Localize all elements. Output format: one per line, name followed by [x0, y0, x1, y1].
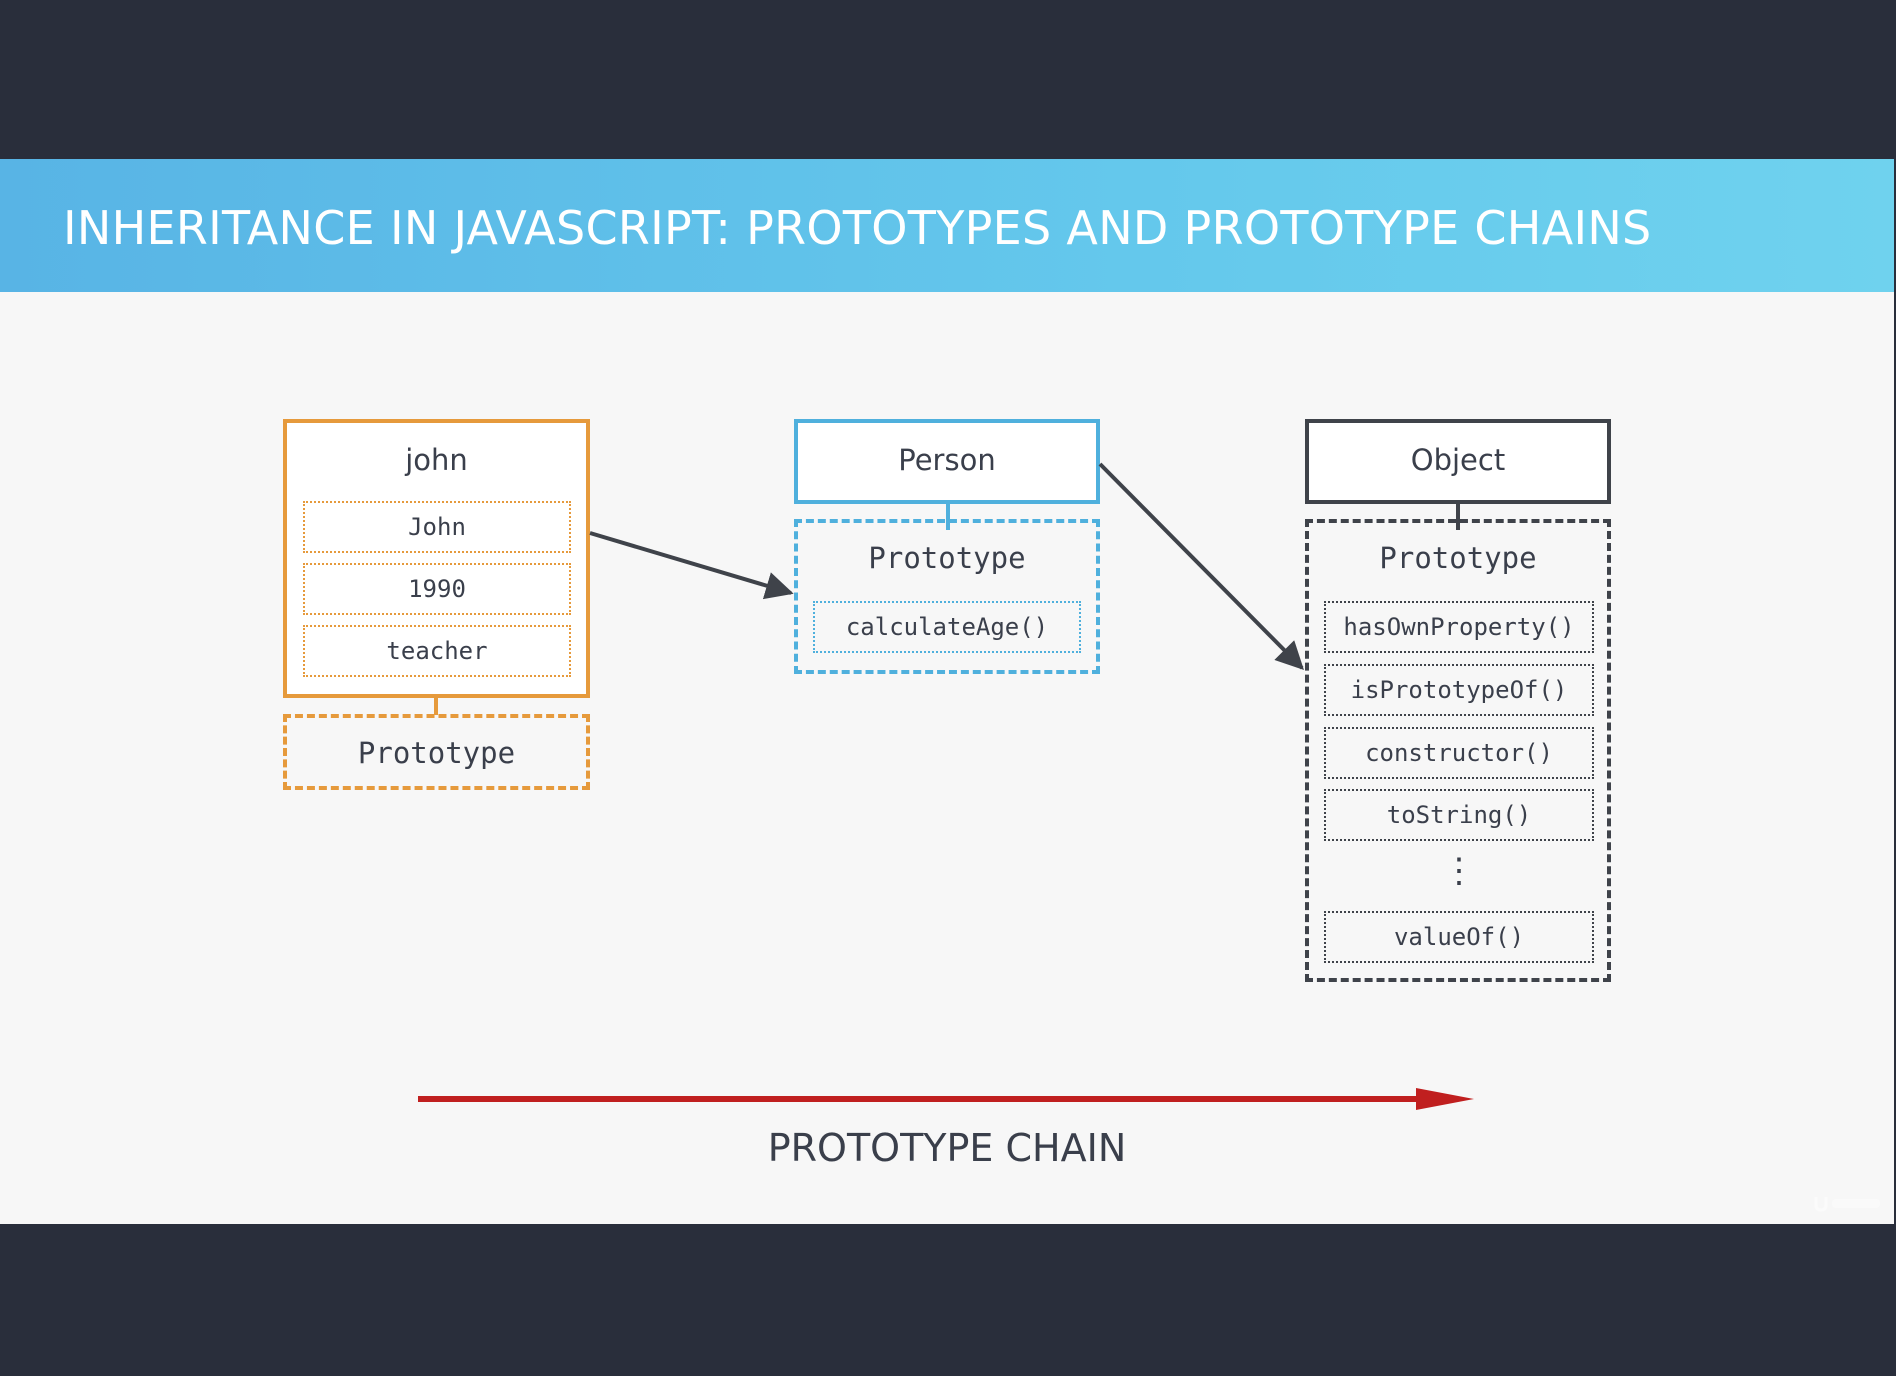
object-method-valueof: valueOf(): [1324, 911, 1594, 963]
arrow-person-to-object: [1098, 462, 1304, 670]
object-box: Object: [1305, 419, 1611, 504]
person-prototype-label: Prototype: [868, 541, 1026, 575]
john-box-title: john: [405, 443, 468, 477]
object-method-isprototypeof: isPrototypeOf(): [1324, 664, 1594, 716]
john-property-name: John: [303, 501, 571, 553]
prototype-chain-arrow-head: [1416, 1088, 1474, 1110]
slide-title: INHERITANCE IN JAVASCRIPT: PROTOTYPES AN…: [63, 201, 1652, 255]
object-prototype-label: Prototype: [1379, 541, 1537, 575]
person-box: Person: [794, 419, 1100, 504]
john-prototype-connector: [434, 698, 438, 715]
john-prototype-box: Prototype: [283, 714, 590, 790]
arrow-john-to-person: [589, 531, 794, 600]
object-method-tostring: toString(): [1324, 789, 1594, 841]
slide: INHERITANCE IN JAVASCRIPT: PROTOTYPES AN…: [0, 159, 1894, 1224]
person-box-title: Person: [898, 443, 996, 477]
object-methods-ellipsis: ⋮: [1442, 851, 1476, 891]
person-prototype-connector: [946, 504, 950, 530]
object-prototype-connector: [1456, 504, 1460, 530]
udemy-logo-icon: [1812, 1193, 1884, 1217]
john-property-year: 1990: [303, 563, 571, 615]
object-prototype-box: Prototype hasOwnProperty() isPrototypeOf…: [1305, 519, 1611, 982]
object-box-title: Object: [1410, 443, 1506, 477]
john-box: john John 1990 teacher: [283, 419, 590, 698]
person-method-calculateage: calculateAge(): [813, 601, 1081, 653]
person-prototype-box: Prototype calculateAge(): [794, 519, 1100, 674]
arrows-layer: [418, 462, 1474, 1110]
prototype-chain-label: PROTOTYPE CHAIN: [767, 1126, 1127, 1170]
object-method-constructor: constructor(): [1324, 727, 1594, 779]
object-method-hasownproperty: hasOwnProperty(): [1324, 601, 1594, 653]
john-prototype-label: Prototype: [357, 736, 516, 770]
slide-header: INHERITANCE IN JAVASCRIPT: PROTOTYPES AN…: [0, 159, 1894, 292]
john-property-job: teacher: [303, 625, 571, 677]
